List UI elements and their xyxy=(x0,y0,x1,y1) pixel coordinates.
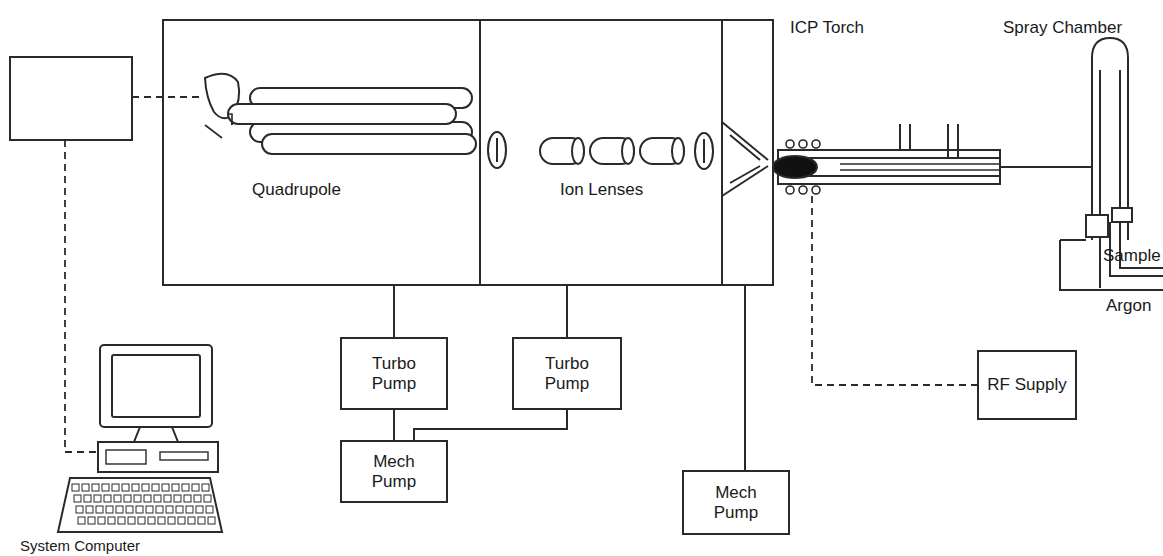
key xyxy=(196,506,203,513)
load-coil xyxy=(786,140,820,194)
key xyxy=(86,506,93,513)
key xyxy=(208,517,215,524)
key xyxy=(124,495,131,502)
key xyxy=(134,495,141,502)
node-text: Turbo Pump xyxy=(363,354,425,393)
deflector xyxy=(205,125,222,138)
key xyxy=(84,495,91,502)
computer-drawing xyxy=(58,345,222,532)
key xyxy=(74,495,81,502)
rf-supply-box: RF Supply xyxy=(977,350,1077,420)
part-label: Spray Chamber xyxy=(1003,18,1122,38)
key xyxy=(94,495,101,502)
quadrupole-rods xyxy=(228,88,476,154)
key xyxy=(116,506,123,513)
skimmer-cone xyxy=(730,135,760,183)
key xyxy=(184,495,191,502)
vacuum-housing xyxy=(163,20,773,285)
key xyxy=(148,517,155,524)
vacuum-pipe xyxy=(414,410,567,440)
node-text: RF Supply xyxy=(987,375,1066,395)
key xyxy=(102,484,109,491)
key xyxy=(144,495,151,502)
key xyxy=(98,517,105,524)
ion-lenses xyxy=(488,132,713,169)
part-label: Sample xyxy=(1103,246,1161,266)
key xyxy=(182,484,189,491)
key xyxy=(204,495,211,502)
chamber-wall xyxy=(721,20,723,285)
key xyxy=(114,495,121,502)
key xyxy=(186,506,193,513)
icp-torch xyxy=(773,124,1092,184)
key xyxy=(76,506,83,513)
rf-line xyxy=(812,196,977,385)
key xyxy=(132,484,139,491)
key xyxy=(104,495,111,502)
vacuum-pipe xyxy=(394,410,395,440)
key xyxy=(168,517,175,524)
key xyxy=(92,484,99,491)
key xyxy=(192,484,199,491)
key xyxy=(108,517,115,524)
chamber-wall xyxy=(479,20,481,285)
key xyxy=(156,506,163,513)
key xyxy=(202,484,209,491)
key xyxy=(154,495,161,502)
key xyxy=(72,484,79,491)
key xyxy=(78,517,85,524)
node-text: Turbo Pump xyxy=(536,354,598,393)
mech-pump-box: Mech Pump xyxy=(340,440,448,503)
key xyxy=(96,506,103,513)
turbo-pump-box: Turbo Pump xyxy=(512,337,622,410)
signal-line xyxy=(65,140,98,452)
part-label: Quadrupole xyxy=(252,180,341,200)
key xyxy=(146,506,153,513)
key xyxy=(142,484,149,491)
keyboard-keys xyxy=(72,484,215,524)
key xyxy=(118,517,125,524)
key xyxy=(206,506,213,513)
part-label: ICP Torch xyxy=(790,18,864,38)
turbo-pump-box: Turbo Pump xyxy=(340,337,448,410)
key xyxy=(106,506,113,513)
part-label: Argon xyxy=(1106,296,1151,316)
node-text: Mech Pump xyxy=(363,452,425,491)
key xyxy=(176,506,183,513)
key xyxy=(188,517,195,524)
vacuum-line xyxy=(566,285,568,337)
key xyxy=(164,495,171,502)
part-label: Ion Lenses xyxy=(560,180,643,200)
key xyxy=(122,484,129,491)
signal-line xyxy=(132,96,202,98)
key xyxy=(88,517,95,524)
vacuum-line xyxy=(744,285,746,470)
key xyxy=(152,484,159,491)
key xyxy=(178,517,185,524)
argon-line xyxy=(1060,240,1163,290)
argon-line xyxy=(1060,239,1086,241)
key xyxy=(198,517,205,524)
key xyxy=(112,484,119,491)
ion-path xyxy=(228,114,232,125)
node-text: Mech Pump xyxy=(705,483,767,522)
key xyxy=(126,506,133,513)
key xyxy=(172,484,179,491)
part-label: System Computer xyxy=(20,537,140,554)
key xyxy=(136,506,143,513)
key xyxy=(128,517,135,524)
key xyxy=(82,484,89,491)
control-box xyxy=(10,57,132,140)
key xyxy=(158,517,165,524)
key xyxy=(138,517,145,524)
vacuum-line xyxy=(393,285,395,337)
sampler-cone xyxy=(722,122,768,196)
mech-pump-box: Mech Pump xyxy=(682,470,790,535)
key xyxy=(194,495,201,502)
key xyxy=(166,506,173,513)
key xyxy=(174,495,181,502)
key xyxy=(162,484,169,491)
